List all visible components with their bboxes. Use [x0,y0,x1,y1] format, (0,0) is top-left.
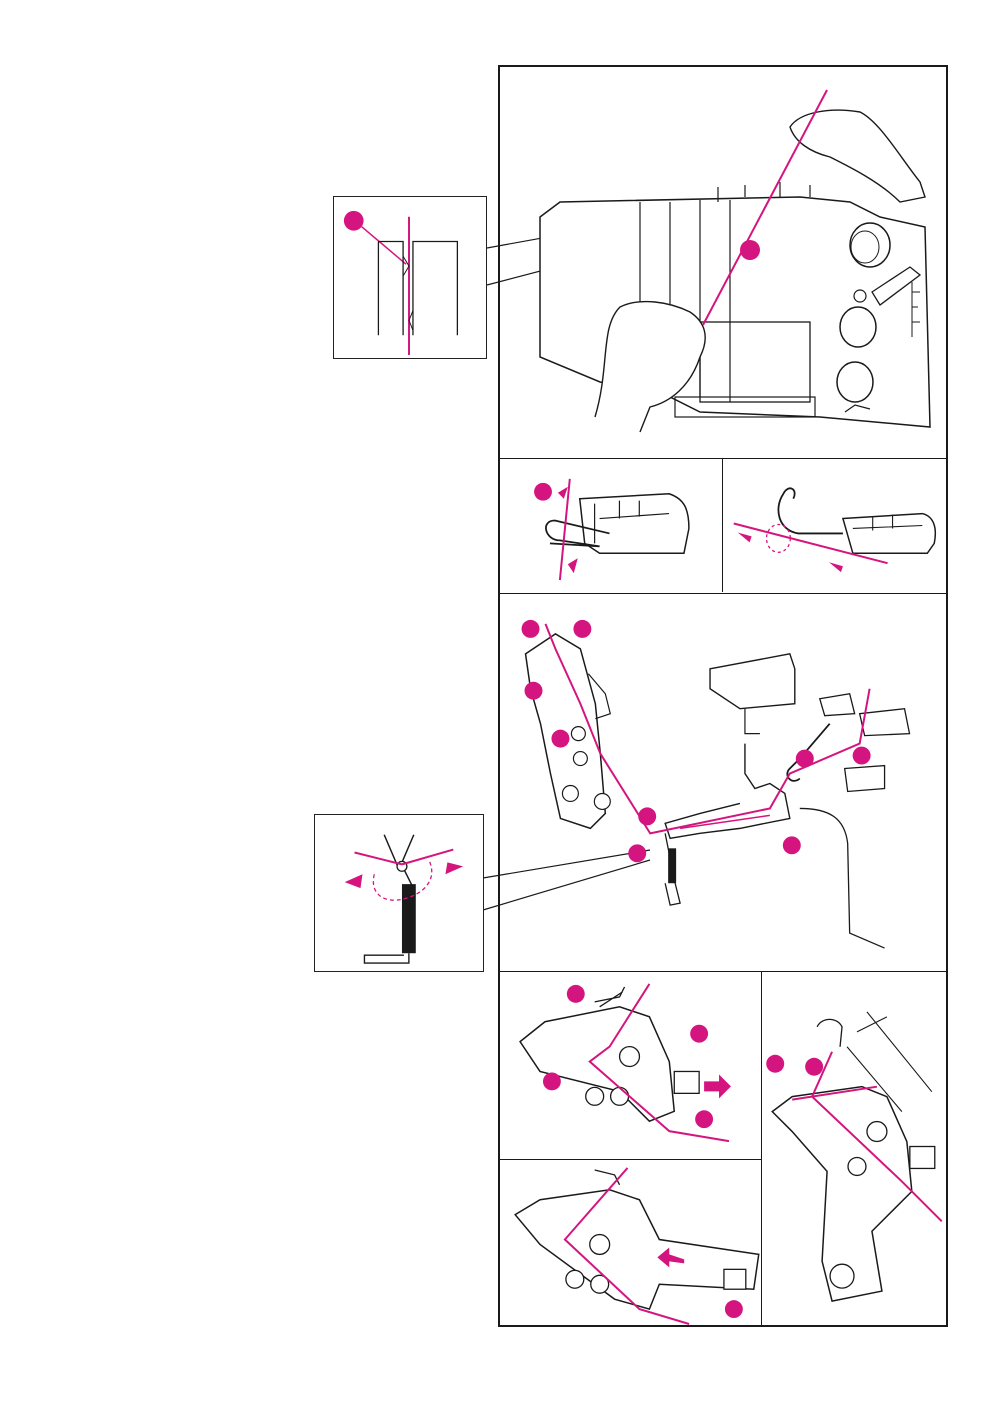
looper-step-a-drawing [500,972,761,1159]
guide-hook-2-drawing [723,459,946,592]
callout-marker [853,747,871,765]
tension-disc-drawing [334,197,486,358]
machine-front-drawing [500,67,946,457]
callout-marker [525,682,543,700]
guide-hook-1-drawing [500,459,722,592]
callout-marker [796,750,814,768]
thread-guide-hook-step-2 [723,458,946,592]
looper-thread-guide-step-a [500,971,762,1159]
thread-upper-looper-hand-illustration [500,67,946,457]
callout-marker [551,730,569,748]
callout-marker [522,620,540,638]
looper-threading-path-diagram [500,593,946,970]
looper-thread-guide-step-b [500,1159,762,1325]
thread-guide-hook-step-1 [500,458,723,592]
looper-step-b-drawing [500,1160,761,1325]
tension-lever-drawing [315,815,483,971]
callout-marker [783,836,801,854]
looper-path-drawing [500,594,946,970]
tension-lever-detail-inset [314,814,484,972]
callout-marker [628,844,646,862]
callout-marker [573,620,591,638]
callout-marker [638,807,656,825]
tension-disc-detail-inset [333,196,487,359]
callout-marker [740,240,760,260]
looper-thread-guide-step-c [762,971,946,1325]
looper-step-c-drawing [762,972,946,1325]
